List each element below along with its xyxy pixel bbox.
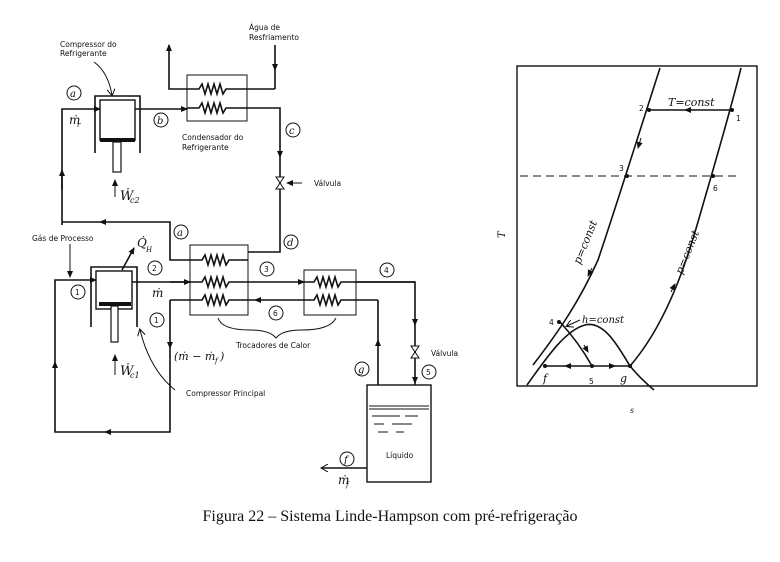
state-point-4 bbox=[379, 262, 395, 278]
m-diff-close: ) bbox=[219, 350, 224, 363]
valve-bottom-label: Válvula bbox=[431, 349, 458, 358]
m-diff-symbol: (ṁ − ṁ bbox=[174, 350, 215, 363]
saturation-dome bbox=[526, 323, 655, 391]
liquid-tank bbox=[366, 384, 432, 483]
state-label-a-top: a bbox=[70, 89, 76, 100]
state-point-a-bottom bbox=[173, 224, 189, 240]
process-gas-label: Gás de Processo bbox=[32, 234, 94, 243]
heat-rejection-arrow bbox=[121, 247, 135, 271]
valve-top-icon bbox=[275, 176, 285, 190]
state-label-2: 2 bbox=[152, 264, 157, 273]
refrigerant-compressor-pointer bbox=[93, 61, 112, 95]
valve-bottom-icon bbox=[410, 345, 420, 359]
state-point-3 bbox=[259, 261, 275, 277]
q-h-subscript: H bbox=[145, 246, 153, 254]
isobar-high-pressure bbox=[532, 67, 661, 366]
ts-diagram-frame bbox=[516, 65, 758, 387]
state-point-d bbox=[283, 234, 299, 250]
state-label-d: d bbox=[287, 238, 293, 249]
m-f-subscript: f bbox=[345, 481, 350, 489]
p-const-right-annotation: p=const bbox=[673, 228, 703, 276]
state-label-b: b bbox=[157, 116, 163, 127]
state-label-4: 4 bbox=[384, 266, 389, 275]
cooling-water-out bbox=[166, 44, 187, 90]
state-label-1-right: 1 bbox=[154, 316, 159, 325]
heat-exchangers-brace bbox=[217, 317, 337, 339]
ts-point-5: 5 bbox=[589, 377, 594, 386]
ts-point-1: 1 bbox=[736, 114, 741, 123]
isenthalp-line bbox=[559, 321, 593, 367]
state-label-c: c bbox=[289, 126, 295, 137]
work-c1-subscript: c1 bbox=[130, 371, 140, 380]
main-compressor-label: Compressor Principal bbox=[186, 389, 265, 398]
schematic: Compressor do Refrigerante Ẇ c2 a ṁ r b bbox=[32, 23, 458, 489]
ts-points: 1 2 3 6 4 5 f g bbox=[542, 104, 741, 386]
x-axis-label: s bbox=[630, 406, 634, 415]
condenser-label-1: Condensador do bbox=[182, 133, 244, 142]
liquid-label: Líquido bbox=[386, 451, 414, 460]
state-point-a-top bbox=[66, 85, 82, 101]
work-c1-symbol: Ẇ bbox=[120, 362, 135, 379]
ts-point-4: 4 bbox=[549, 318, 554, 327]
refrigerant-condenser bbox=[186, 74, 275, 122]
state-point-g bbox=[354, 361, 370, 377]
work-c2-subscript: c2 bbox=[130, 196, 140, 205]
y-axis-label: T bbox=[497, 230, 508, 238]
cooling-water-label-2: Resfriamento bbox=[249, 33, 299, 42]
t-const-annotation: T=const bbox=[668, 96, 715, 109]
state-point-b bbox=[153, 112, 169, 128]
cooling-water-label-1: Água de bbox=[249, 23, 280, 32]
state-label-6: 6 bbox=[273, 309, 278, 318]
ts-point-3: 3 bbox=[619, 164, 624, 173]
main-compressor bbox=[90, 266, 138, 343]
state-label-a-bottom: a bbox=[177, 228, 183, 239]
ts-diagram: T s T=const p=const p=const h=const bbox=[497, 65, 758, 415]
state-point-6 bbox=[268, 305, 284, 321]
heat-exchangers-label: Trocadores de Calor bbox=[235, 341, 311, 350]
work-c2-symbol: Ẇ bbox=[120, 187, 135, 204]
state-point-5 bbox=[421, 364, 437, 380]
condenser-label-2: Refrigerante bbox=[182, 143, 229, 152]
m-r-symbol: ṁ bbox=[69, 113, 80, 127]
state-label-g: g bbox=[358, 365, 364, 376]
refrigerant-compressor bbox=[94, 95, 141, 173]
q-h-symbol: Q̇ bbox=[137, 235, 147, 250]
p-const-left-annotation: p=const bbox=[571, 218, 601, 266]
refrigerant-line-c-d bbox=[247, 107, 281, 253]
state-label-f: f bbox=[343, 455, 350, 466]
refrigerant-compressor-label-2: Refrigerante bbox=[60, 49, 107, 58]
ts-point-2: 2 bbox=[639, 104, 644, 113]
m-dot-symbol: ṁ bbox=[152, 286, 163, 300]
ts-point-f: f bbox=[542, 372, 549, 385]
refrigerant-compressor-label-1: Compressor do bbox=[60, 40, 117, 49]
state-point-c bbox=[285, 122, 301, 138]
main-compressor-pointer bbox=[140, 330, 176, 391]
valve-top-label: Válvula bbox=[314, 179, 341, 188]
state-point-f bbox=[339, 451, 355, 467]
m-r-subscript: r bbox=[77, 121, 81, 129]
m-f-symbol: ṁ bbox=[338, 473, 349, 487]
ts-point-6: 6 bbox=[713, 184, 718, 193]
h-const-annotation: h=const bbox=[582, 315, 625, 326]
figure-caption: Figura 22 – Sistema Linde-Hampson com pr… bbox=[202, 508, 578, 525]
state-label-5: 5 bbox=[426, 368, 431, 377]
main-return-loop bbox=[54, 279, 171, 433]
heat-exchanger-2 bbox=[303, 269, 415, 316]
state-point-2 bbox=[147, 260, 163, 276]
heat-exchanger-1 bbox=[170, 244, 304, 316]
isobar-low-pressure bbox=[629, 67, 742, 367]
state-point-1-left bbox=[70, 284, 86, 300]
state-label-3: 3 bbox=[264, 265, 269, 274]
m-diff-subscript: f bbox=[214, 357, 219, 365]
state-point-1-right bbox=[149, 312, 165, 328]
state-label-1-left: 1 bbox=[75, 288, 80, 297]
ts-point-g: g bbox=[620, 372, 627, 385]
